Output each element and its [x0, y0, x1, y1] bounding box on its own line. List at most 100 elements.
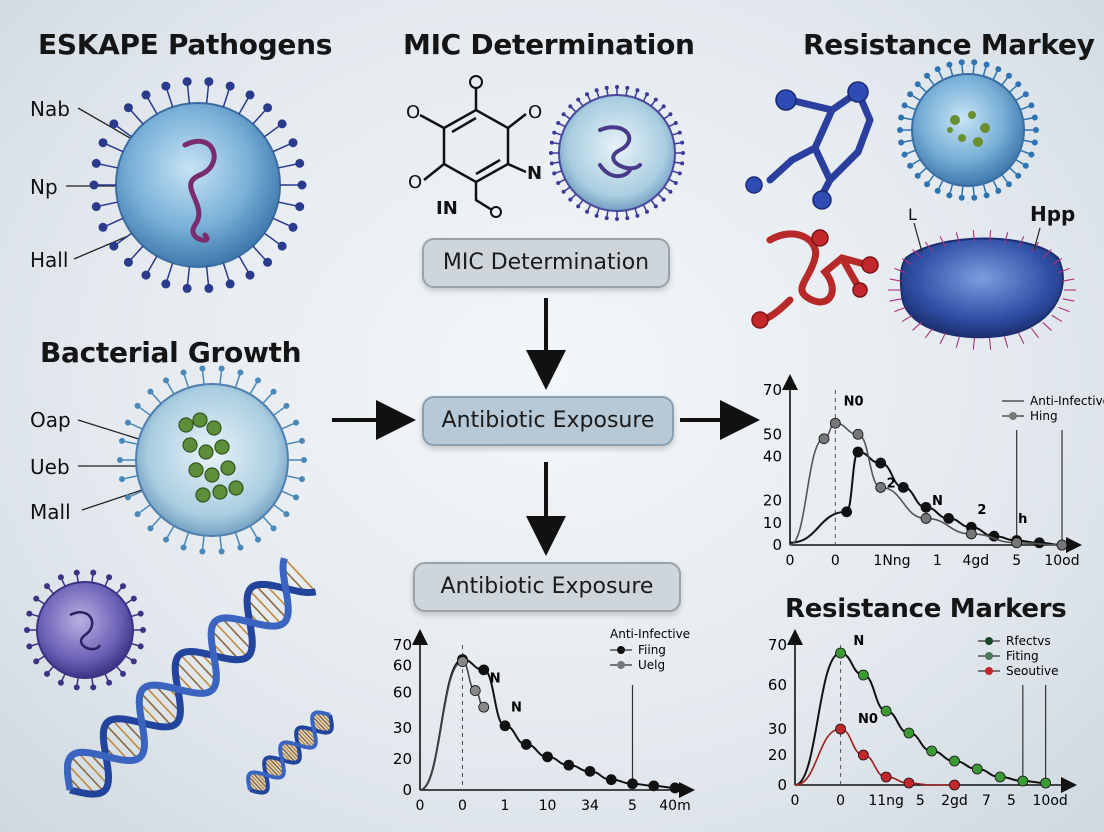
chart-data-point: [829, 417, 841, 429]
growth-label-mall: Mall: [30, 500, 71, 524]
chart-x-tick-label: 0: [836, 793, 845, 809]
chart-y-tick-label: 20: [768, 746, 787, 764]
eskape-pathogen-cell: [89, 77, 307, 293]
chemical-atoms: [469, 75, 502, 218]
chart-x-tick-label: 0: [416, 798, 425, 814]
chart-data-point: [1040, 777, 1052, 789]
resistance-label-hpp: Hpp: [1030, 202, 1076, 226]
chart-x-tick-label: 1Nng: [873, 553, 910, 569]
chart-data-point: [841, 506, 853, 518]
heading-eskape-pathogens: ESKAPE Pathogens: [38, 28, 333, 61]
chart-legend-marker: [985, 637, 993, 645]
chart-annotation: 2: [887, 476, 896, 491]
growth-leader-lines: [77, 419, 143, 511]
chart-annotation: N: [853, 634, 864, 649]
chart-x-tick-label: 10: [539, 798, 557, 814]
chart-y-tick-label: 60: [393, 657, 412, 675]
chart-y-tick-label: 60: [393, 684, 412, 702]
chart-data-point: [835, 723, 846, 735]
chart-legend-marker: [617, 646, 625, 654]
chart-data-point: [520, 739, 532, 750]
chart-annotation: N0: [844, 395, 864, 410]
chart-data-point: [920, 501, 932, 513]
chart-data-point: [469, 685, 481, 696]
eskape-label-np: Np: [30, 175, 58, 199]
chart-y-tick-label: 50: [763, 425, 782, 443]
chart-annotation: N0: [858, 712, 878, 727]
growth-label-oap: Oap: [30, 408, 71, 432]
chart-data-point: [903, 727, 915, 739]
chart-y-tick-label: 0: [772, 536, 782, 554]
chart-data-point: [857, 669, 869, 681]
resistance-virus-cell: [897, 59, 1039, 201]
chart-x-tick-label: 5: [1007, 793, 1016, 809]
growth-label-ueb: Ueb: [30, 455, 70, 479]
chart-annotation: h: [1018, 512, 1027, 527]
chemical-structure: [419, 88, 527, 212]
molecule-label-n: N: [527, 163, 543, 184]
chart-y-tick-label: 10: [763, 514, 782, 532]
chart-annotation: N: [932, 494, 943, 509]
eskape-label-nab: Nab: [30, 97, 70, 121]
heading-bacterial-growth: Bacterial Growth: [40, 336, 302, 369]
heading-resistance-markey: Resistance Markey: [803, 28, 1095, 61]
chart-data-point: [926, 745, 938, 757]
molecule-label-o1: O: [406, 102, 421, 123]
chart-data-point: [499, 720, 511, 732]
chart-x-tick-label: 10od: [1033, 793, 1068, 809]
chart-x-tick-label: 10od: [1044, 553, 1079, 569]
antibiotic-exposure-box-1: Antibiotic Exposure: [422, 396, 674, 446]
eskape-label-hall: Hall: [30, 248, 69, 272]
chart-y-tick-label: 30: [393, 719, 412, 737]
red-molecule: [751, 229, 879, 329]
molecule-label-o2: O: [528, 102, 543, 123]
chart-data-point: [584, 765, 596, 777]
rod-bacterium: [899, 237, 1064, 339]
antibiotic-exposure-box-2: Antibiotic Exposure: [413, 562, 681, 612]
chart-x-tick-label: 5: [628, 798, 637, 814]
chart-legend-label: Fiing: [638, 643, 666, 657]
chart-data-point: [943, 513, 955, 524]
resistance-label-l: L: [908, 205, 917, 224]
chart-data-point: [1011, 537, 1023, 549]
chart-legend-title: Anti-Infective: [610, 627, 690, 641]
dna-helix-large: [63, 557, 317, 798]
chart-x-tick-label: 1: [501, 798, 510, 814]
chart-data-point: [857, 749, 869, 761]
chart-data-point: [478, 701, 490, 713]
chart-data-point: [852, 446, 864, 458]
chart-data-point: [835, 647, 846, 659]
chart-data-point: [880, 771, 892, 783]
chart-data-point: [852, 428, 864, 440]
chart-data-point: [478, 664, 490, 676]
chart-data-point: [903, 777, 915, 789]
chart-y-tick-label: 20: [763, 492, 782, 510]
flow-arrows: [332, 298, 760, 556]
heading-mic-determination: MIC Determination: [403, 28, 695, 61]
chart-series-line: [794, 728, 955, 786]
chart-data-point: [669, 782, 681, 794]
chart-data-point: [1017, 775, 1029, 787]
molecule-label-in: IN: [436, 198, 458, 219]
chart-y-tick-label: 70: [768, 636, 787, 654]
chart-data-point: [457, 656, 468, 667]
chart-x-tick-label: 0: [831, 553, 840, 569]
chart-x-tick-label: 7: [982, 793, 991, 809]
chart-data-point: [965, 528, 977, 540]
chart-data-point: [542, 751, 553, 763]
chart-x-tick-label: 5: [1012, 553, 1021, 569]
chart-data-point: [875, 482, 887, 493]
molecule-label-o3: O: [408, 172, 423, 193]
heading-resistance-markers: Resistance Markers: [785, 594, 1067, 624]
chart-legend-label: Seoutive: [1006, 664, 1058, 678]
chart-data-point: [897, 482, 909, 493]
chart-x-tick-label: 0: [791, 793, 800, 809]
chart-x-tick-label: 34: [581, 798, 599, 814]
chart-legend-label: Hing: [1030, 409, 1058, 423]
chart-legend-marker: [1009, 412, 1017, 420]
chart-data-point: [875, 457, 887, 469]
chart-legend-marker: [985, 652, 993, 660]
chart-annotation: N: [511, 700, 522, 715]
chart-legend-label: Rfectvs: [1006, 634, 1051, 648]
